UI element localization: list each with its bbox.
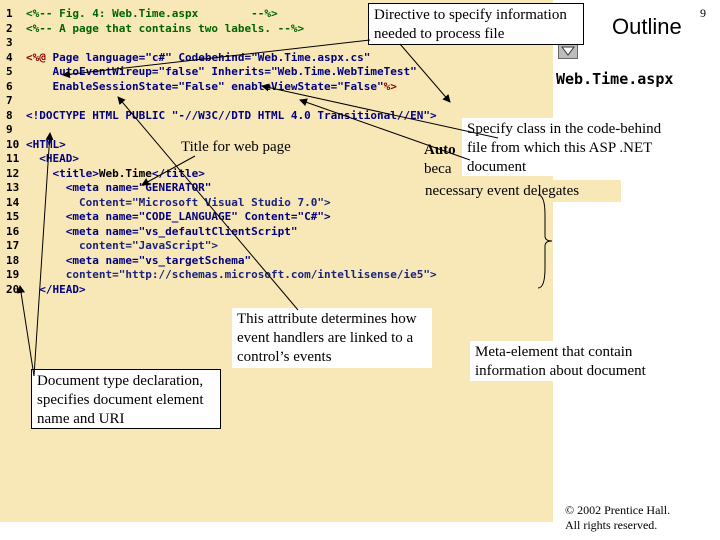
callout-meta: Meta-element that contain information ab… — [470, 341, 662, 381]
title-close-tag: </title> — [151, 166, 205, 180]
code-listing: <%-- Fig. 4: Web.Time.aspx --%> <%-- A p… — [26, 7, 437, 297]
code-line-2: <%-- A page that contains two labels. --… — [26, 21, 305, 35]
line-number: 12 — [6, 166, 20, 180]
directive-attributes: Page language="c#" Codebehind="Web.Time.… — [45, 50, 371, 64]
directive-close: %> — [383, 79, 397, 93]
nav-down-button[interactable] — [558, 43, 578, 59]
arrow-directive-close — [399, 43, 451, 103]
line-number: 15 — [6, 210, 20, 223]
code-line-20: </HEAD> — [26, 282, 86, 296]
line-number: 11 — [6, 152, 20, 165]
code-line-16: <meta name="vs_defaultClientScript" — [26, 224, 298, 238]
outline-title: Outline — [612, 14, 682, 39]
file-title: Web.Time.aspx — [556, 70, 674, 88]
arrow-doctype-bottom — [17, 285, 35, 377]
line-number: 17 — [6, 239, 20, 252]
callout-title: Title for web page — [176, 136, 302, 158]
callout-doctype: Document type declaration, specifies doc… — [31, 369, 221, 429]
arrow-doctype-top — [33, 132, 54, 377]
code-line-5: AutoEventWireup="false" Inherits="Web.Ti… — [26, 65, 417, 78]
copyright: © 2002 Prentice Hall. All rights reserve… — [565, 503, 671, 532]
line-number: 9 — [6, 123, 13, 136]
callout-codebehind: Specify class in the code-behind file fr… — [462, 118, 676, 176]
line-number: 20 — [6, 282, 20, 296]
callout-autoeventwireup: This attribute determines how event hand… — [232, 308, 432, 368]
title-text: Web.Time — [98, 166, 152, 180]
code-line-19: content="http://schemas.microsoft.com/in… — [26, 268, 437, 281]
code-line-18: <meta name="vs_targetSchema" — [26, 253, 252, 267]
title-open-tag: <title> — [26, 166, 99, 180]
line-number: 8 — [6, 108, 13, 122]
callout-event-delegates: necessary event delegates — [421, 180, 621, 202]
partially-hidden-callouts: Auto beca — [424, 142, 456, 178]
arrow-directive-open — [62, 39, 371, 79]
line-number: 7 — [6, 94, 13, 107]
arrow-inherits — [299, 98, 471, 161]
code-line-10: <HTML> — [26, 137, 66, 151]
code-line-14: Content="Microsoft Visual Studio 7.0"> — [26, 195, 331, 209]
line-number: 13 — [6, 181, 20, 194]
line-number: 5 — [6, 65, 13, 78]
line-number: 2 — [6, 21, 13, 35]
page-number: 9 — [700, 6, 706, 20]
arrow-title — [141, 155, 196, 186]
arrow-autoeventwireup — [117, 96, 299, 311]
directive-open: <%@ — [26, 50, 46, 64]
line-number: 3 — [6, 36, 13, 49]
code-line-1: <%-- Fig. 4: Web.Time.aspx --%> — [26, 7, 278, 20]
code-line-11: <HEAD> — [26, 152, 79, 165]
line-number: 14 — [6, 195, 20, 209]
line-number: 16 — [6, 224, 20, 238]
line-number: 6 — [6, 79, 13, 93]
partial-beca-text: beca — [424, 161, 452, 177]
code-line-12: <title>Web.Time</title> — [26, 166, 205, 180]
line-number: 18 — [6, 253, 20, 267]
code-line-4: <%@ Page language="c#" Codebehind="Web.T… — [26, 51, 370, 64]
line-number: 1 — [6, 7, 13, 20]
meta-bracket — [537, 194, 553, 289]
arrow-codebehind — [261, 83, 499, 139]
line-number: 4 — [6, 50, 13, 64]
line-number: 19 — [6, 268, 20, 281]
code-panel — [0, 0, 553, 522]
code-line-13: <meta name="GENERATOR" — [26, 181, 212, 194]
line-number: 10 — [6, 137, 20, 151]
code-line-15: <meta name="CODE_LANGUAGE" Content="C#"> — [26, 210, 331, 223]
callout-directive: Directive to specify information needed … — [368, 3, 584, 45]
code-line-17: content="JavaScript"> — [26, 239, 219, 252]
partial-auto-text: Auto — [424, 142, 456, 158]
triangle-down-icon — [561, 46, 575, 56]
